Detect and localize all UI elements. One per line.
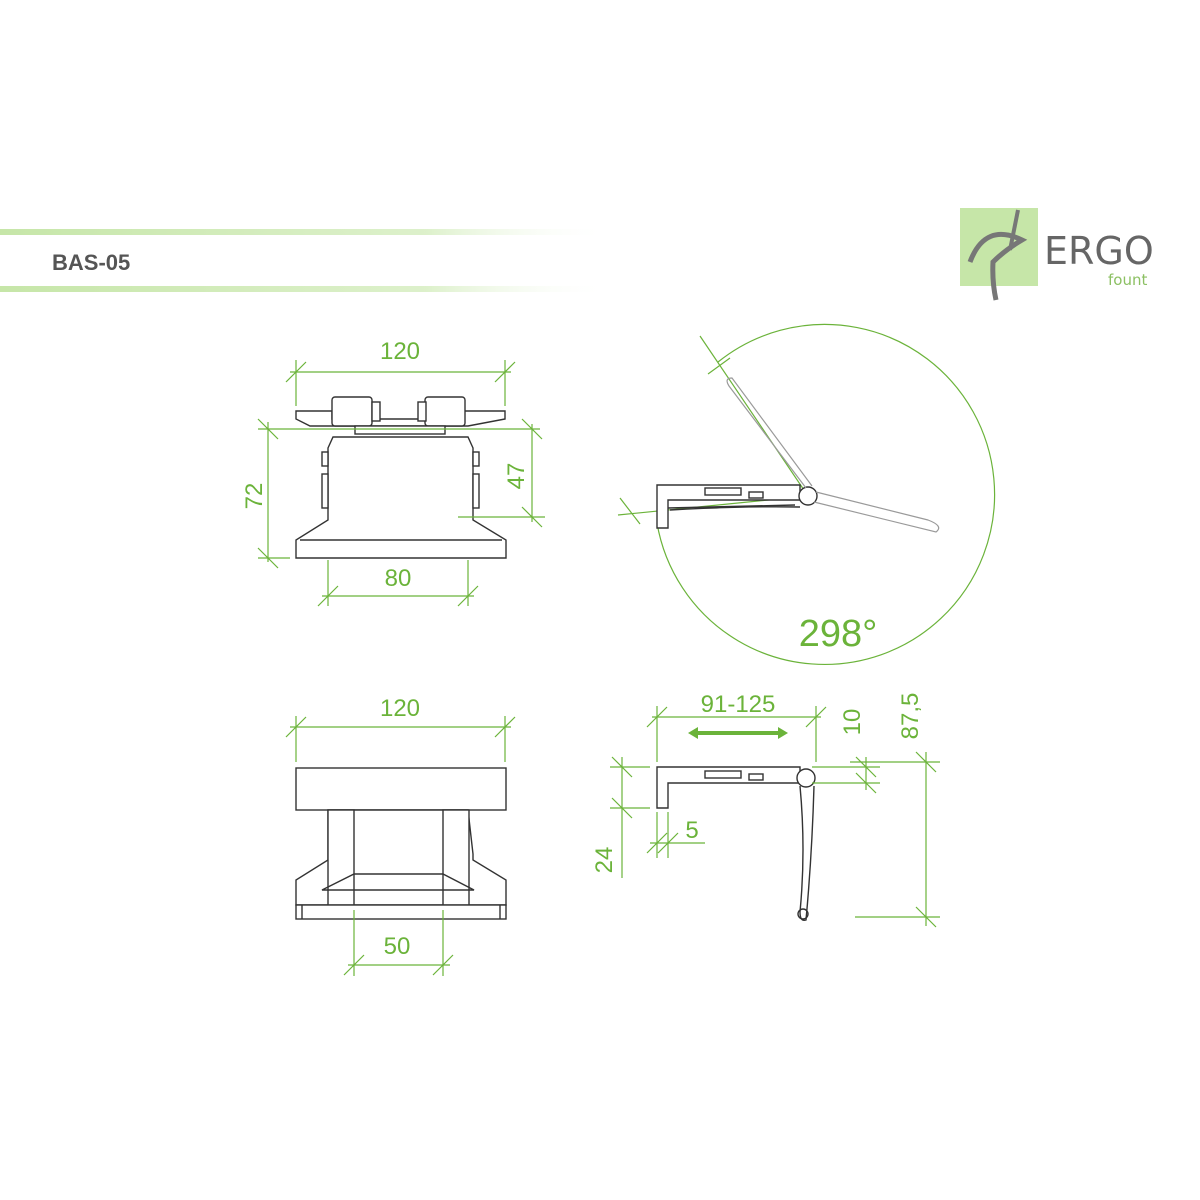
side-arm-tip (797, 908, 809, 920)
left-knob (331, 396, 373, 427)
top-side-tab-left-2 (321, 473, 329, 509)
logo-figure-stroke (1008, 209, 1020, 251)
top-side-tab-right-1 (472, 451, 480, 467)
rotation-hinge (798, 486, 818, 506)
model-title: BAS-05 (52, 250, 130, 275)
header-band-bottom (0, 286, 610, 292)
dim-80-label: 80 (385, 565, 412, 592)
logo: ERGO fount (960, 208, 1154, 301)
dim-5-label: 5 (685, 817, 698, 844)
rotation-lower-arm (669, 506, 801, 511)
dim-5-tick-right (657, 832, 679, 854)
ergofount-figure-icon (960, 208, 1038, 286)
dim-10-label: 10 (839, 709, 866, 736)
rotation-slot-1 (704, 487, 742, 496)
dim-47-label: 47 (503, 463, 530, 490)
dim-front-120-tick-left (285, 716, 307, 738)
header: BAS-05 (0, 229, 610, 292)
rotation-slot-2 (748, 491, 764, 499)
front-base-plate (295, 904, 507, 920)
dim-120-tick-right (494, 361, 516, 383)
side-slot-2 (748, 773, 764, 781)
logo-sub: fount (1108, 271, 1147, 289)
top-side-tab-right-2 (472, 473, 480, 509)
rotation-arm-up (726, 377, 813, 489)
left-knob-tip (371, 401, 381, 422)
rotation-ray-top (699, 335, 809, 497)
right-knob (424, 396, 466, 427)
front-pillar-left (327, 809, 355, 906)
dim-10-tick-bottom (855, 772, 877, 794)
dim-range-tick-left (646, 706, 668, 728)
side-hinge (796, 768, 816, 788)
dim-range-tick-right (805, 706, 827, 728)
dim-120-tick-left (285, 361, 307, 383)
dim-front-120-tick-right (494, 716, 516, 738)
dim-24-label: 24 (591, 847, 618, 874)
header-band-top (0, 229, 610, 235)
front-view: 120 50 (285, 695, 516, 976)
top-side-tab-left-1 (321, 451, 329, 467)
dim-24-tick-top (611, 756, 633, 778)
side-base (656, 766, 801, 809)
side-view: 91-125 10 87,5 5 24 (591, 691, 940, 928)
side-slot-1 (704, 770, 742, 779)
rotation-arc (656, 323, 996, 666)
top-rail (295, 410, 506, 427)
rotation-angle-label: 298° (799, 613, 878, 655)
dim-120-label: 120 (380, 338, 420, 365)
dim-range-label: 91-125 (701, 691, 776, 718)
front-pillar-right (442, 809, 470, 906)
top-view: 120 72 47 80 (241, 338, 545, 607)
dim-80-tick-left (317, 585, 339, 607)
rotation-ray-low-cross (619, 497, 641, 525)
dim-47-tick-bottom (521, 506, 543, 528)
rotation-view (617, 323, 996, 666)
dim-87-label: 87,5 (897, 693, 924, 740)
logo-figure-arc (967, 231, 1028, 301)
side-arm (799, 785, 815, 922)
dim-72-tick-top (257, 418, 279, 440)
dim-50-tick-right (432, 954, 454, 976)
top-neck (354, 425, 446, 435)
front-wedge (321, 873, 475, 891)
dim-5-tick-left (646, 832, 668, 854)
dim-10-tick-top (855, 756, 877, 778)
dim-72-label: 72 (241, 483, 268, 510)
rotation-base (656, 484, 801, 529)
right-knob-tip (417, 401, 427, 422)
dim-72-tick-bottom (257, 547, 279, 569)
front-top-bar (295, 767, 507, 811)
dim-front-120-label: 120 (380, 695, 420, 722)
dim-87-tick-bottom (915, 906, 937, 928)
rotation-arm-right (813, 491, 940, 533)
rotation-base-underside (667, 504, 796, 509)
dim-50-tick-left (343, 954, 365, 976)
dim-80-tick-right (457, 585, 479, 607)
logo-name: ERGO (1044, 229, 1154, 273)
dim-50-label: 50 (384, 933, 411, 960)
dim-87-tick-top (915, 751, 937, 773)
range-arrow (688, 727, 788, 739)
rotation-ray-top-cross (707, 357, 731, 375)
dim-47-tick-top (521, 418, 543, 440)
dim-24-tick-bottom (611, 797, 633, 819)
